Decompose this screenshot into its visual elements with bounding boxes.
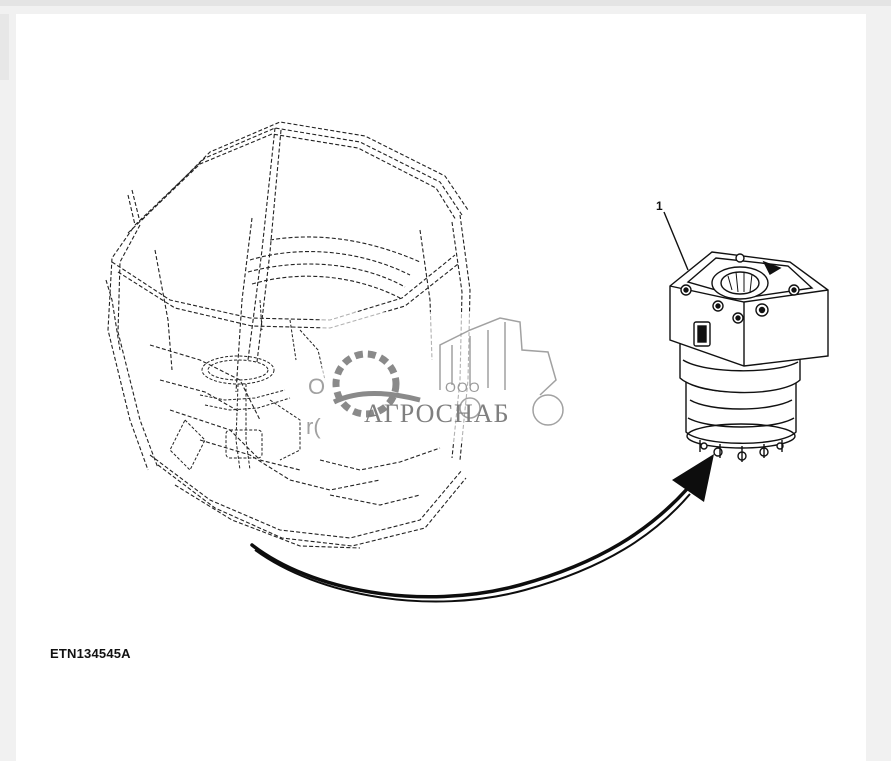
- ghost-text-2: r(: [306, 414, 321, 439]
- cab-frame-icon: [105, 121, 471, 549]
- tractor-silhouette-icon: [439, 317, 564, 426]
- side-tab: [0, 14, 9, 80]
- callout-number: 1: [656, 199, 663, 213]
- watermark-prefix: ООО: [445, 379, 481, 395]
- ghost-text-1: O: [308, 374, 325, 399]
- agrosnab-watermark: ООО АГРОСНАБ O r(: [306, 312, 564, 442]
- agrosnab-gear-icon: [332, 350, 421, 418]
- steering-wheel-icon: [169, 299, 326, 471]
- curved-arrow-icon: [250, 454, 714, 603]
- diagram-sheet: ООО АГРОСНАБ O r( 1: [16, 14, 866, 761]
- figure-id-label: ETN134545A: [50, 646, 131, 661]
- watermark-name: АГРОСНАБ: [364, 399, 510, 428]
- steering-valve-unit-icon: 1: [656, 199, 829, 462]
- top-strip: [0, 0, 891, 6]
- exploded-view-figure: ООО АГРОСНАБ O r( 1: [105, 121, 829, 603]
